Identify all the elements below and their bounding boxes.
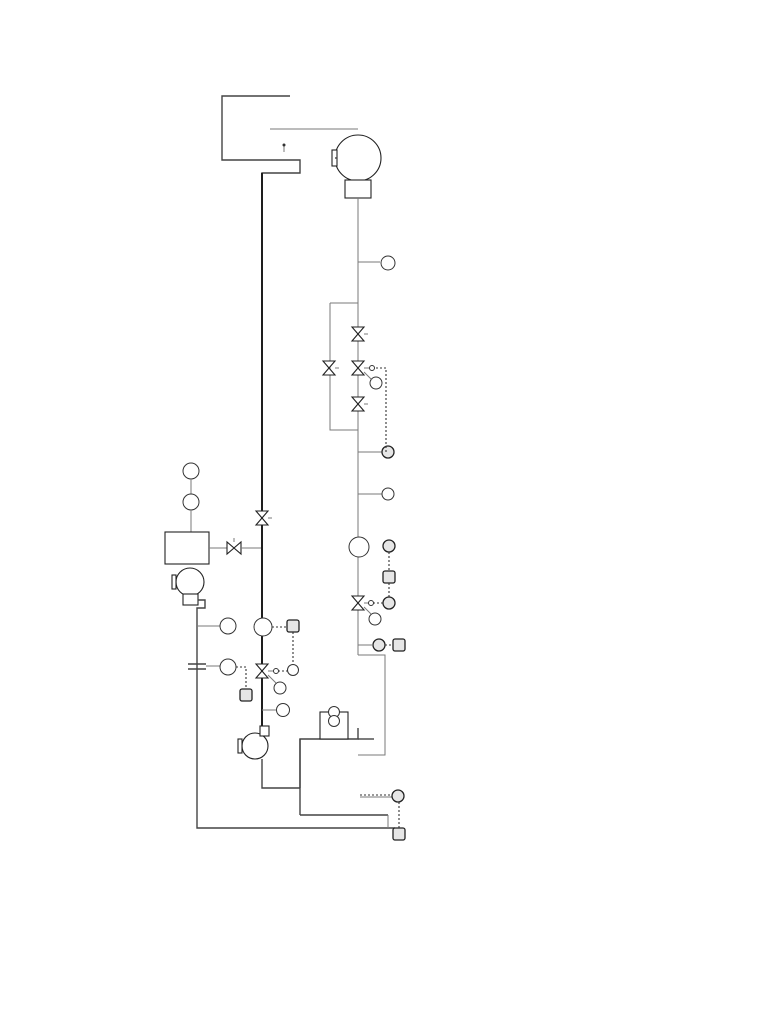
right-instruments xyxy=(348,255,396,558)
isolation-valve-upper xyxy=(350,326,368,342)
right-tank xyxy=(299,706,406,841)
instrument-middle-right xyxy=(381,445,395,459)
instrument-top-right xyxy=(380,255,396,271)
center-process-line xyxy=(253,173,300,726)
right-lower-control-loop xyxy=(350,539,406,652)
instrument-right-lower xyxy=(381,487,395,501)
valve-bypass-group xyxy=(321,326,387,452)
right-discharge-line xyxy=(329,198,386,756)
left-suction-instruments xyxy=(188,617,253,702)
center-control-valve xyxy=(254,663,299,695)
instrument-center-large xyxy=(348,536,370,558)
manual-valve-left xyxy=(226,538,242,556)
main-pump xyxy=(331,134,382,199)
bypass-valve xyxy=(321,360,339,376)
control-valve-lower xyxy=(350,595,383,626)
control-valve xyxy=(350,360,387,452)
bottom-pump xyxy=(237,725,300,789)
left-tank-group xyxy=(164,462,262,565)
left-pump xyxy=(171,567,395,829)
center-isolation-valve xyxy=(254,510,272,526)
isolation-valve-lower xyxy=(350,396,368,412)
